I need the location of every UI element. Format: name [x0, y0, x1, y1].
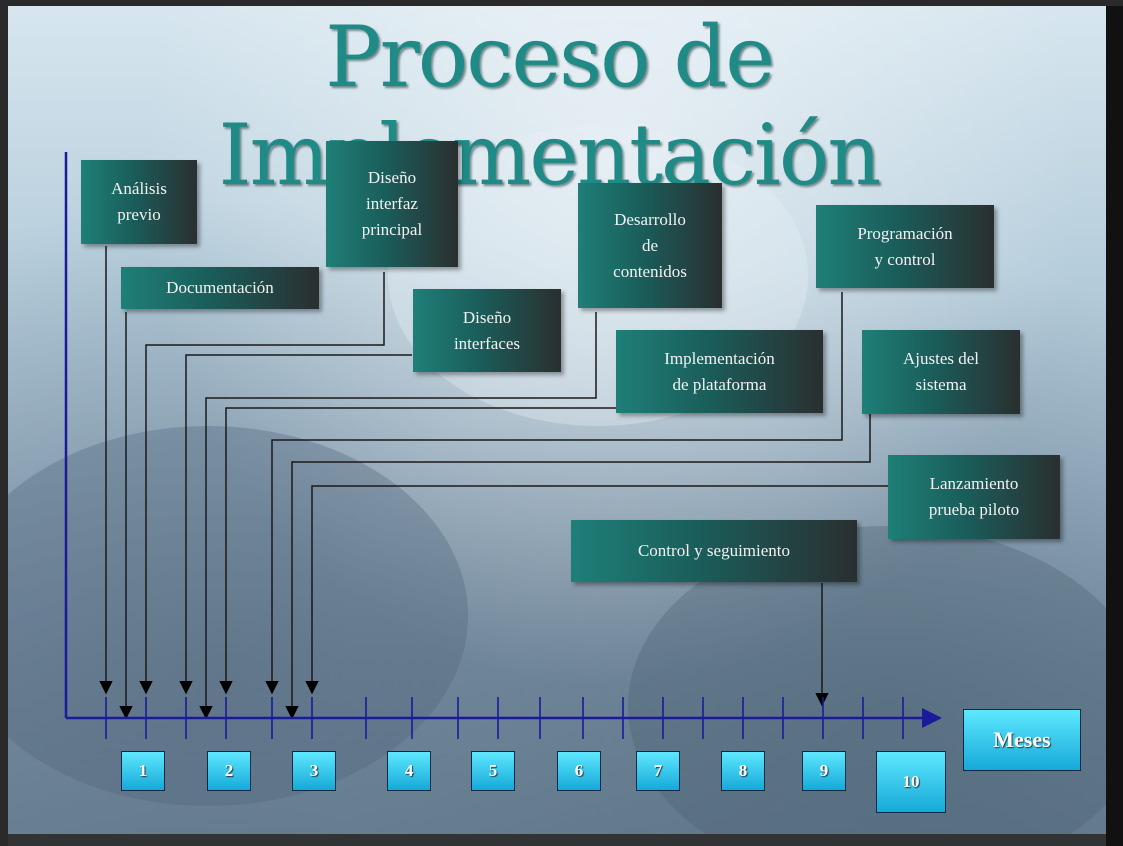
task-label: Control y seguimiento	[637, 541, 791, 560]
month-box-5: 5	[471, 751, 515, 791]
month-box-3: 3	[292, 751, 336, 791]
task-box-analisis: Análisis previo	[81, 160, 197, 244]
connector-arrow	[139, 272, 385, 695]
task-box-desarrollo: Desarrollo de contenidos	[578, 183, 722, 308]
month-box-4: 4	[387, 751, 431, 791]
task-label: Implementación de plataforma	[664, 348, 775, 394]
month-box-6: 6	[557, 751, 601, 791]
slide-background	[8, 6, 1106, 834]
task-box-documentacion: Documentación	[121, 267, 319, 309]
window-edge	[1106, 6, 1123, 846]
task-box-control: Control y seguimiento	[571, 520, 857, 582]
task-box-lanzamiento: Lanzamiento prueba piloto	[888, 455, 1060, 539]
task-label: Diseño interfaces	[453, 307, 521, 353]
connector-arrow	[285, 414, 871, 720]
month-box-7: 7	[636, 751, 680, 791]
connector-arrow	[199, 312, 597, 720]
month-box-9: 9	[802, 751, 846, 791]
connector-arrow	[265, 292, 843, 695]
task-label: Ajustes del sistema	[902, 349, 980, 394]
connector-arrow	[305, 485, 888, 695]
task-label: Lanzamiento prueba piloto	[928, 474, 1020, 519]
task-box-ajustes: Ajustes del sistema	[862, 330, 1020, 414]
window-edge	[8, 834, 1106, 846]
task-label: Programación y control	[857, 223, 953, 269]
task-label: Documentación	[166, 278, 274, 297]
month-box-10: 10	[876, 751, 946, 813]
task-box-diseno-interfaces: Diseño interfaces	[413, 289, 561, 372]
connector-arrow	[179, 354, 412, 695]
task-label: Desarrollo de contenidos	[613, 209, 687, 281]
month-box-2: 2	[207, 751, 251, 791]
task-box-programacion: Programación y control	[816, 205, 994, 288]
task-label: Análisis previo	[111, 179, 167, 224]
connector-arrow	[219, 407, 616, 695]
background-shadow	[8, 426, 468, 806]
task-box-implementacion: Implementación de plataforma	[616, 330, 823, 413]
axis-label-meses: Meses	[963, 709, 1081, 771]
month-box-1: 1	[121, 751, 165, 791]
task-box-diseno-principal: Diseño interfaz principal	[326, 141, 458, 267]
task-label: Diseño interfaz principal	[361, 168, 423, 239]
month-box-8: 8	[721, 751, 765, 791]
